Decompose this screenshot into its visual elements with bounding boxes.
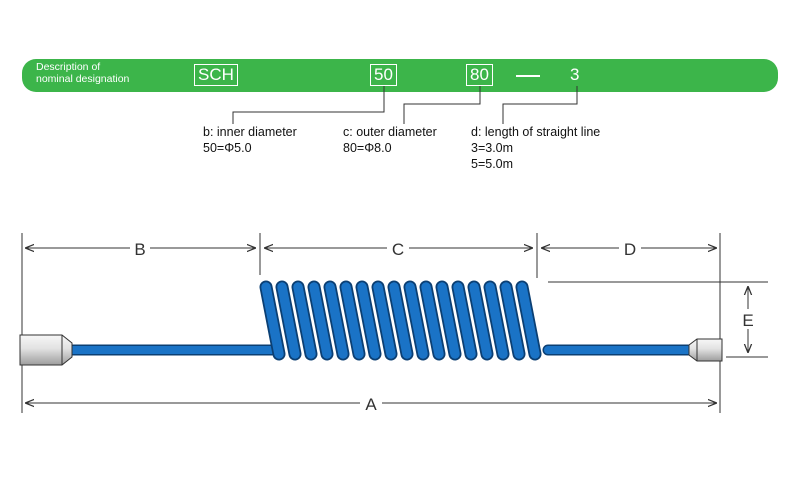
note-outer-diameter: c: outer diameter 80=Φ8.0 [343, 124, 437, 156]
note-d-value-2: 5=5.0m [471, 157, 514, 171]
coil-turn [469, 282, 492, 359]
coil-turn [485, 282, 508, 359]
coil-turn [261, 282, 284, 359]
coil-turn [309, 282, 332, 359]
description-line-2: nominal designation [36, 73, 130, 85]
label-C: C [392, 240, 404, 259]
inner-diameter-code: 50 [370, 64, 397, 86]
fitting-left [19, 334, 73, 366]
coil-turn [277, 282, 300, 359]
outer-diameter-code: 80 [466, 64, 493, 86]
coil-turn [453, 282, 476, 359]
coil-turn [437, 282, 460, 359]
designation-dash [516, 75, 540, 77]
coil-section [259, 280, 542, 361]
coil-turn [421, 282, 444, 359]
coil-turn [357, 282, 380, 359]
note-straight-length: d: length of straight line 3=3.0m 5=5.0m [471, 124, 600, 172]
note-b-title: b: inner diameter [203, 125, 297, 139]
designation-description: Description of nominal designation [36, 61, 129, 85]
coil-turn [517, 282, 540, 359]
series-code: SCH [194, 64, 238, 86]
coil-turn [501, 282, 524, 359]
coil-turn [325, 282, 348, 359]
note-d-title: d: length of straight line [471, 125, 601, 139]
note-c-value: 80=Φ8.0 [343, 141, 392, 155]
length-code: 3 [570, 65, 580, 84]
note-inner-diameter: b: inner diameter 50=Φ5.0 [203, 124, 297, 156]
coil-turn [405, 282, 428, 359]
coil-turn [373, 282, 396, 359]
coil-turn [293, 282, 316, 359]
label-B: B [134, 240, 145, 259]
coil-turn [389, 282, 412, 359]
note-b-value: 50=Φ5.0 [203, 141, 252, 155]
coil-turn [341, 282, 364, 359]
description-line-1: Description of [36, 61, 101, 73]
designation-bar [22, 59, 778, 92]
fitting-right [688, 338, 723, 362]
label-A: A [365, 395, 377, 414]
label-E: E [742, 311, 753, 330]
label-D: D [624, 240, 636, 259]
leader-lines [232, 86, 578, 124]
note-d-value-1: 3=3.0m [471, 141, 514, 155]
note-c-title: c: outer diameter [343, 125, 437, 139]
extension-lines [21, 233, 768, 413]
